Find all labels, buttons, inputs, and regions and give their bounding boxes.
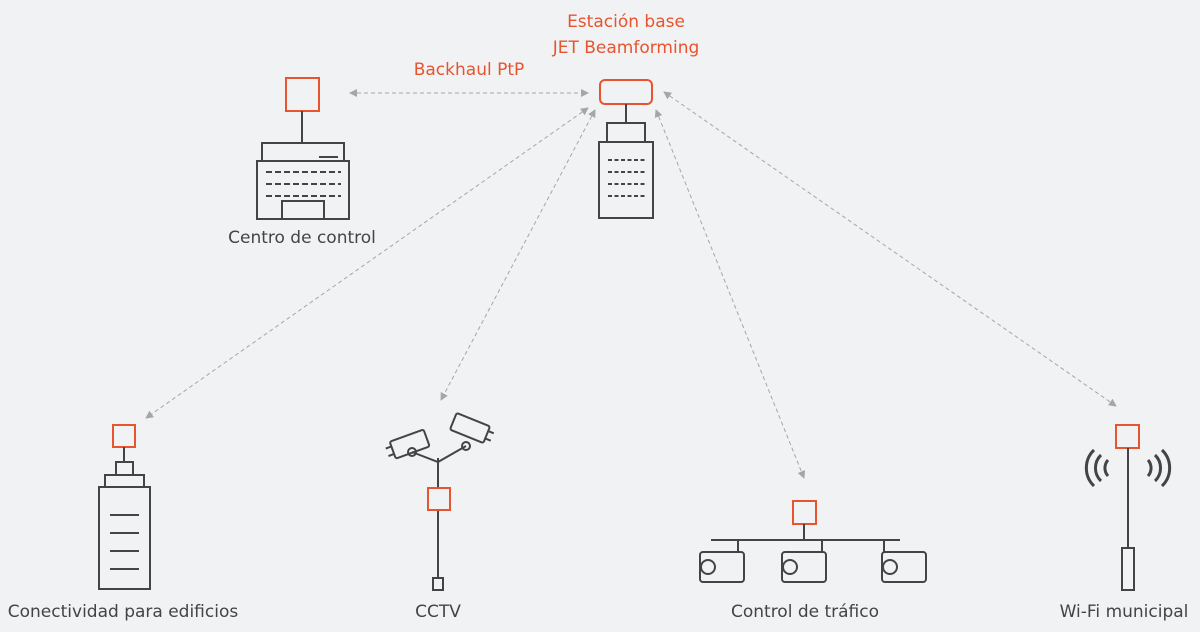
traffic-camera-bar-icon: [699, 500, 927, 583]
buildings-radio-icon: [112, 424, 136, 448]
traffic-camera-2-icon: [781, 540, 827, 583]
control-center-building-icon: [256, 77, 350, 220]
control-center-radio-icon: [285, 77, 320, 112]
link-traffic: [654, 109, 806, 479]
traffic-radio-icon: [792, 500, 817, 525]
traffic-camera-1-icon: [699, 540, 745, 583]
link-buildings: [145, 107, 589, 419]
traffic-label: Control de tráfico: [730, 602, 880, 622]
base-station-label-line2: JET Beamforming: [552, 38, 700, 58]
base-station-icon: [598, 79, 654, 219]
links: [145, 89, 1117, 479]
cctv-label: CCTV: [415, 602, 461, 622]
base-station-radio-icon: [599, 79, 653, 105]
backhaul-label: Backhaul PtP: [413, 60, 525, 80]
link-wifi: [663, 91, 1117, 407]
cctv-radio-icon: [427, 487, 451, 511]
tower-building-icon: [98, 424, 151, 590]
wifi-label: Wi-Fi municipal: [1059, 602, 1189, 622]
wifi-radio-icon: [1115, 424, 1140, 449]
link-cctv: [440, 109, 596, 401]
base-station-label-line1: Estación base: [567, 12, 685, 32]
wifi-pole-icon: [1084, 424, 1172, 591]
cctv-pole-icon: [385, 412, 495, 591]
wifi-signal-left-icon: [1084, 448, 1110, 488]
control-center-label: Centro de control: [228, 228, 376, 248]
buildings-label: Conectividad para edificios: [7, 602, 239, 622]
traffic-camera-3-icon: [881, 540, 927, 583]
wifi-signal-right-icon: [1146, 448, 1172, 488]
